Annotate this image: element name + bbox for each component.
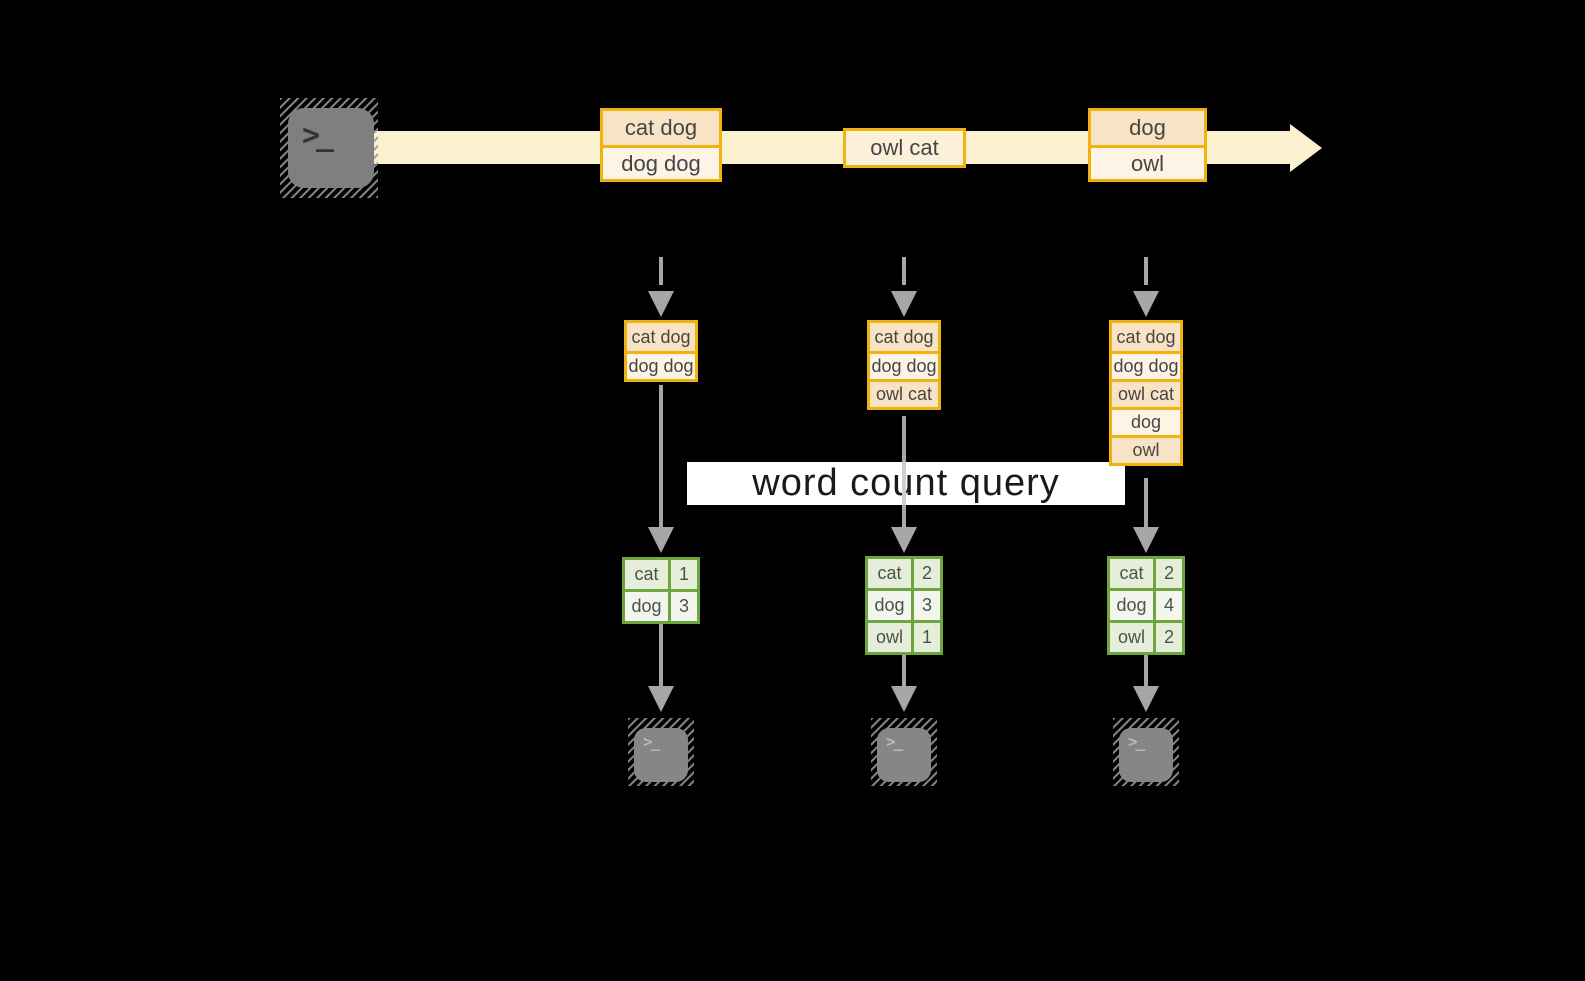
dashed-arrow-dash xyxy=(659,257,663,285)
terminal-icon: >_ xyxy=(634,728,688,782)
flow-arrow-head-icon xyxy=(1133,527,1159,553)
dashed-arrow-dash xyxy=(902,257,906,285)
count-cell: 2 xyxy=(1156,623,1182,652)
word-cell: owl xyxy=(1110,623,1153,652)
state-box-1: cat dog dog dog xyxy=(624,320,698,382)
sink-terminal-sketch-border: >_ xyxy=(628,718,694,786)
stream-event-box-1: cat dog dog dog xyxy=(600,108,722,182)
flow-arrow-line xyxy=(659,624,663,686)
flow-arrow-head-icon xyxy=(648,527,674,553)
flow-arrow-line xyxy=(902,655,906,686)
state-row: owl cat xyxy=(870,379,938,407)
word-cell: cat xyxy=(868,559,911,588)
flow-arrow-head-icon xyxy=(648,686,674,712)
count-cell: 2 xyxy=(1156,559,1182,588)
word-cell: cat xyxy=(1110,559,1153,588)
count-cell: 2 xyxy=(914,559,940,588)
dashed-arrow-head-icon xyxy=(891,291,917,317)
dashed-arrow-head-icon xyxy=(648,291,674,317)
word-cell: cat xyxy=(625,560,668,589)
state-row: dog dog xyxy=(1112,351,1180,379)
flow-arrow-line xyxy=(659,385,663,527)
terminal-prompt-glyph: >_ xyxy=(1128,732,1145,751)
word-cell: dog xyxy=(868,591,911,620)
state-row: owl cat xyxy=(1112,379,1180,407)
dashed-arrow-dash xyxy=(1144,257,1148,285)
event-row: dog dog xyxy=(603,145,719,179)
word-count-table-2: cat 2 dog 3 owl 1 xyxy=(865,556,943,655)
event-row: owl cat xyxy=(846,131,963,165)
flow-arrow-line xyxy=(1144,655,1148,686)
event-row: owl xyxy=(1091,145,1204,179)
count-cell: 1 xyxy=(671,560,697,589)
terminal-icon: >_ xyxy=(877,728,931,782)
state-row: cat dog xyxy=(870,323,938,351)
state-box-2: cat dog dog dog owl cat xyxy=(867,320,941,410)
state-row: dog dog xyxy=(870,351,938,379)
terminal-icon: >_ xyxy=(1119,728,1173,782)
sink-terminal-sketch-border: >_ xyxy=(871,718,937,786)
terminal-prompt-glyph: >_ xyxy=(886,732,903,751)
flow-arrow-head-icon xyxy=(1133,686,1159,712)
word-count-table-1: cat 1 dog 3 xyxy=(622,557,700,624)
event-row: dog xyxy=(1091,111,1204,145)
stream-event-box-2: owl cat xyxy=(843,128,966,168)
state-box-3: cat dog dog dog owl cat dog owl xyxy=(1109,320,1183,466)
count-cell: 3 xyxy=(914,591,940,620)
source-terminal-sketch-border: >_ xyxy=(280,98,378,198)
arrow-through-banner xyxy=(902,462,906,505)
word-cell: owl xyxy=(868,623,911,652)
flow-arrow-head-icon xyxy=(891,686,917,712)
state-row: cat dog xyxy=(627,323,695,351)
state-row: dog xyxy=(1112,407,1180,435)
stream-arrow-head-icon xyxy=(1290,124,1322,172)
word-cell: dog xyxy=(625,592,668,621)
dashed-arrow-head-icon xyxy=(1133,291,1159,317)
query-banner: word count query xyxy=(687,462,1125,505)
sink-terminal-sketch-border: >_ xyxy=(1113,718,1179,786)
terminal-prompt-glyph: >_ xyxy=(643,732,660,751)
stream-event-box-3: dog owl xyxy=(1088,108,1207,182)
terminal-icon: >_ xyxy=(288,108,374,188)
terminal-prompt-glyph: >_ xyxy=(302,118,334,153)
state-row: dog dog xyxy=(627,351,695,379)
word-count-table-3: cat 2 dog 4 owl 2 xyxy=(1107,556,1185,655)
event-row: cat dog xyxy=(603,111,719,145)
state-row: owl xyxy=(1112,435,1180,463)
flow-arrow-head-icon xyxy=(891,527,917,553)
count-cell: 1 xyxy=(914,623,940,652)
state-row: cat dog xyxy=(1112,323,1180,351)
count-cell: 3 xyxy=(671,592,697,621)
count-cell: 4 xyxy=(1156,591,1182,620)
word-cell: dog xyxy=(1110,591,1153,620)
flow-arrow-line xyxy=(1144,478,1148,527)
